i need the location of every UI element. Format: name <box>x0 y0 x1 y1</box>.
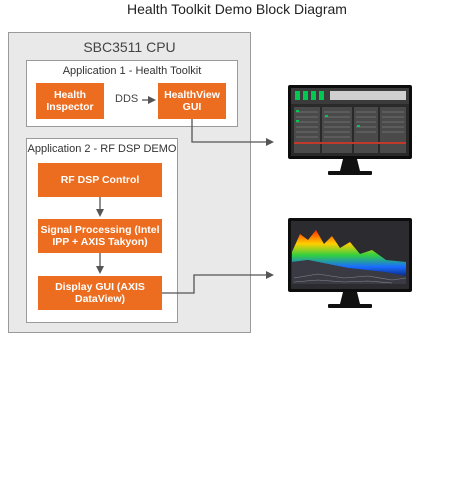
dataview-monitor <box>288 218 412 308</box>
rf-dsp-control-block: RF DSP Control <box>38 163 162 197</box>
healthview-to-monitor-arrow <box>191 119 274 146</box>
application-2-label: Application 2 - RF DSP DEMO <box>27 143 177 155</box>
health-inspector-block: Health Inspector <box>36 83 104 119</box>
healthview-monitor <box>288 85 412 175</box>
application-1-label: Application 1 - Health Toolkit <box>62 65 202 77</box>
display-gui-block: Display GUI (AXIS DataView) <box>38 276 162 310</box>
dds-label: DDS <box>115 93 139 105</box>
display-to-monitor-arrow <box>162 271 274 294</box>
diagram-title: Health Toolkit Demo Block Diagram <box>127 1 347 17</box>
signal-processing-block: Signal Processing (Intel IPP + AXIS Taky… <box>38 219 162 253</box>
healthview-gui-block: HealthView GUI <box>158 83 226 119</box>
cpu-label: SBC3511 CPU <box>83 39 176 55</box>
